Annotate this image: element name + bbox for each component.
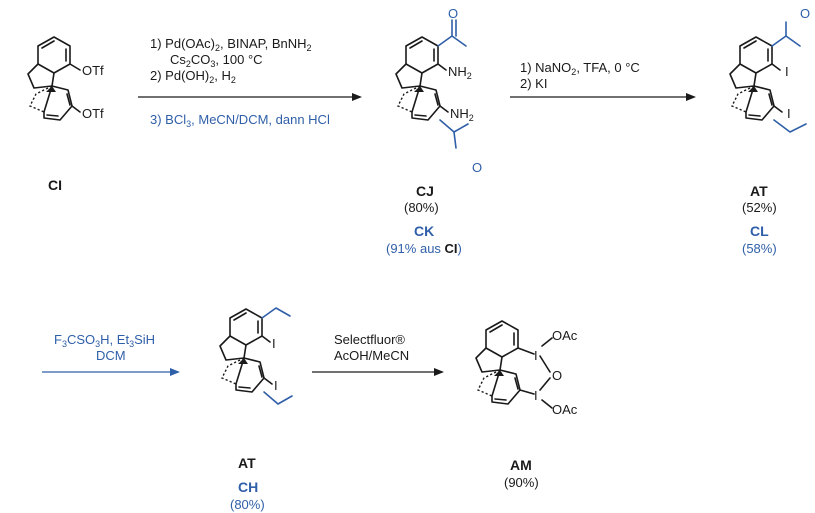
ci-label: CI <box>48 177 62 193</box>
structure-ci <box>27 36 81 121</box>
structure-at-1 <box>729 21 807 133</box>
cj-o-top: O <box>448 6 458 21</box>
at1-label: AT <box>750 183 768 199</box>
step3-line2: DCM <box>96 348 126 363</box>
arrowhead-1 <box>352 93 362 101</box>
cj-label: CJ <box>416 183 434 199</box>
structure-at-2 <box>219 307 293 405</box>
am-yield: (90%) <box>504 475 539 490</box>
cl-yield: (58%) <box>742 241 777 256</box>
step2-line1: 1) NaNO2, TFA, 0 °C <box>520 60 640 77</box>
ci-otf-top: OTf <box>82 63 104 78</box>
at1-i-top: I <box>785 64 789 79</box>
arrowhead-2 <box>686 93 696 101</box>
arrowhead-3 <box>170 368 180 376</box>
ch-label: CH <box>238 479 258 495</box>
cj-nh2-top: NH2 <box>448 64 472 81</box>
step1-line4: 3) BCl3, MeCN/DCM, dann HCl <box>150 112 330 129</box>
cl-label: CL <box>750 223 769 239</box>
ck-label: CK <box>414 223 434 239</box>
at2-i-top: I <box>272 336 276 351</box>
step4-line1: Selectfluor® <box>334 332 405 347</box>
at2-i-bottom: I <box>274 378 278 393</box>
step1-line1: 1) Pd(OAc)2, BINAP, BnNH2 <box>150 36 312 53</box>
am-oac-top: OAc <box>552 328 578 343</box>
cj-nh2-bottom: NH2 <box>450 106 474 123</box>
ck-yield: (91% aus CI) <box>386 241 462 256</box>
step1-line3: 2) Pd(OH)2, H2 <box>150 68 236 85</box>
step2-line2: 2) KI <box>520 76 547 91</box>
cj-o-bottom: O <box>472 160 482 175</box>
step3-line1: F3CSO3H, Et3SiH <box>54 332 155 349</box>
ci-otf-bottom: OTf <box>82 106 104 121</box>
am-o-bridge: O <box>552 368 562 383</box>
structure-cj <box>395 19 469 149</box>
step1-line2: Cs2CO3, 100 °C <box>170 52 263 69</box>
at1-i-bottom: I <box>787 106 791 121</box>
am-oac-bottom: OAc <box>552 402 578 417</box>
structure-am <box>475 320 553 409</box>
at1-yield: (52%) <box>742 200 777 215</box>
at1-o-top: O <box>800 6 810 21</box>
step4-line2: AcOH/MeCN <box>334 348 409 363</box>
am-i-top: I <box>534 348 538 363</box>
cj-yield: (80%) <box>404 200 439 215</box>
ch-yield: (80%) <box>230 497 265 512</box>
at2-label: AT <box>238 455 256 471</box>
arrowhead-4 <box>434 368 444 376</box>
am-i-bottom: I <box>534 388 538 403</box>
am-label: AM <box>510 457 532 473</box>
